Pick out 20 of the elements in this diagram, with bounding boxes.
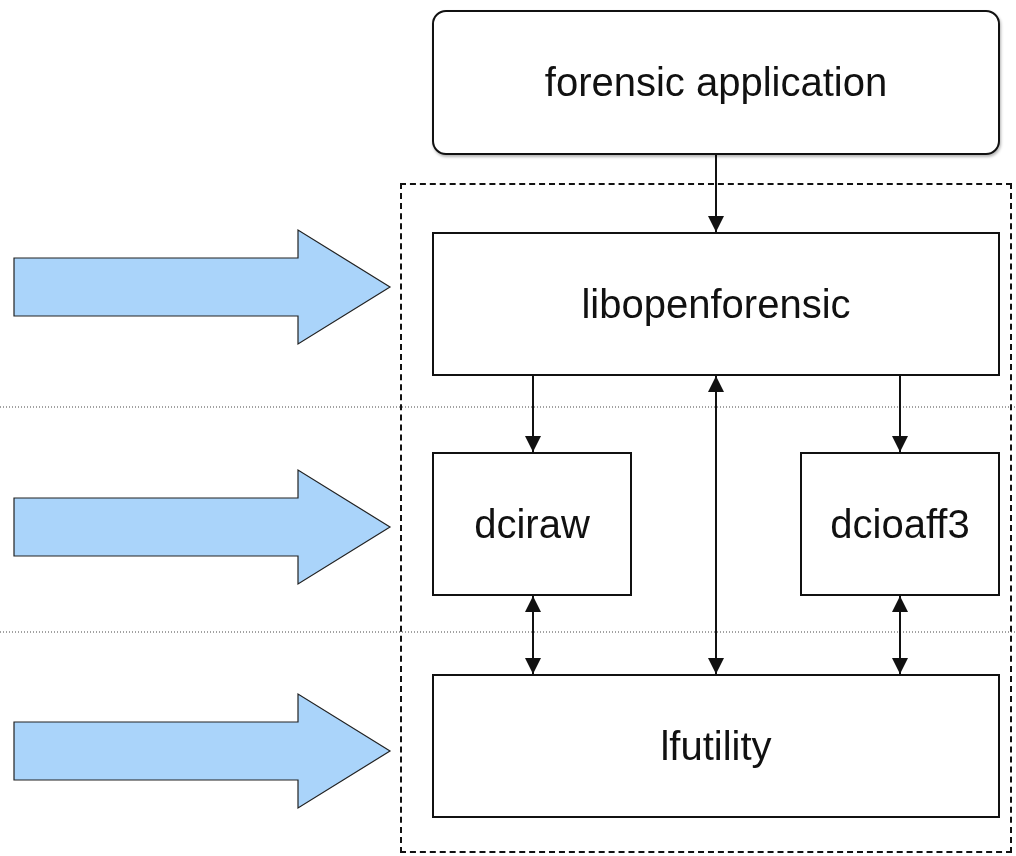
block-arrow (13, 228, 392, 346)
arrow (708, 375, 724, 675)
dashed-group-frame (400, 183, 1012, 853)
arrow (892, 375, 908, 453)
component-box (432, 232, 1000, 376)
block-arrow (13, 468, 392, 586)
arrow (525, 595, 541, 675)
component-label: dciraw (474, 501, 590, 547)
block-arrow (13, 692, 392, 810)
component-box (432, 674, 1000, 818)
component-box (800, 452, 1000, 596)
component-label: libopenforensic (581, 281, 851, 327)
component-box (432, 10, 1000, 155)
arrow (525, 375, 541, 453)
component-label: dcioaff3 (830, 501, 970, 547)
arrow (892, 595, 908, 675)
component-box (432, 452, 632, 596)
arrow (708, 154, 724, 233)
component-label: lfutility (660, 723, 772, 769)
component-label: forensic application (544, 60, 888, 105)
